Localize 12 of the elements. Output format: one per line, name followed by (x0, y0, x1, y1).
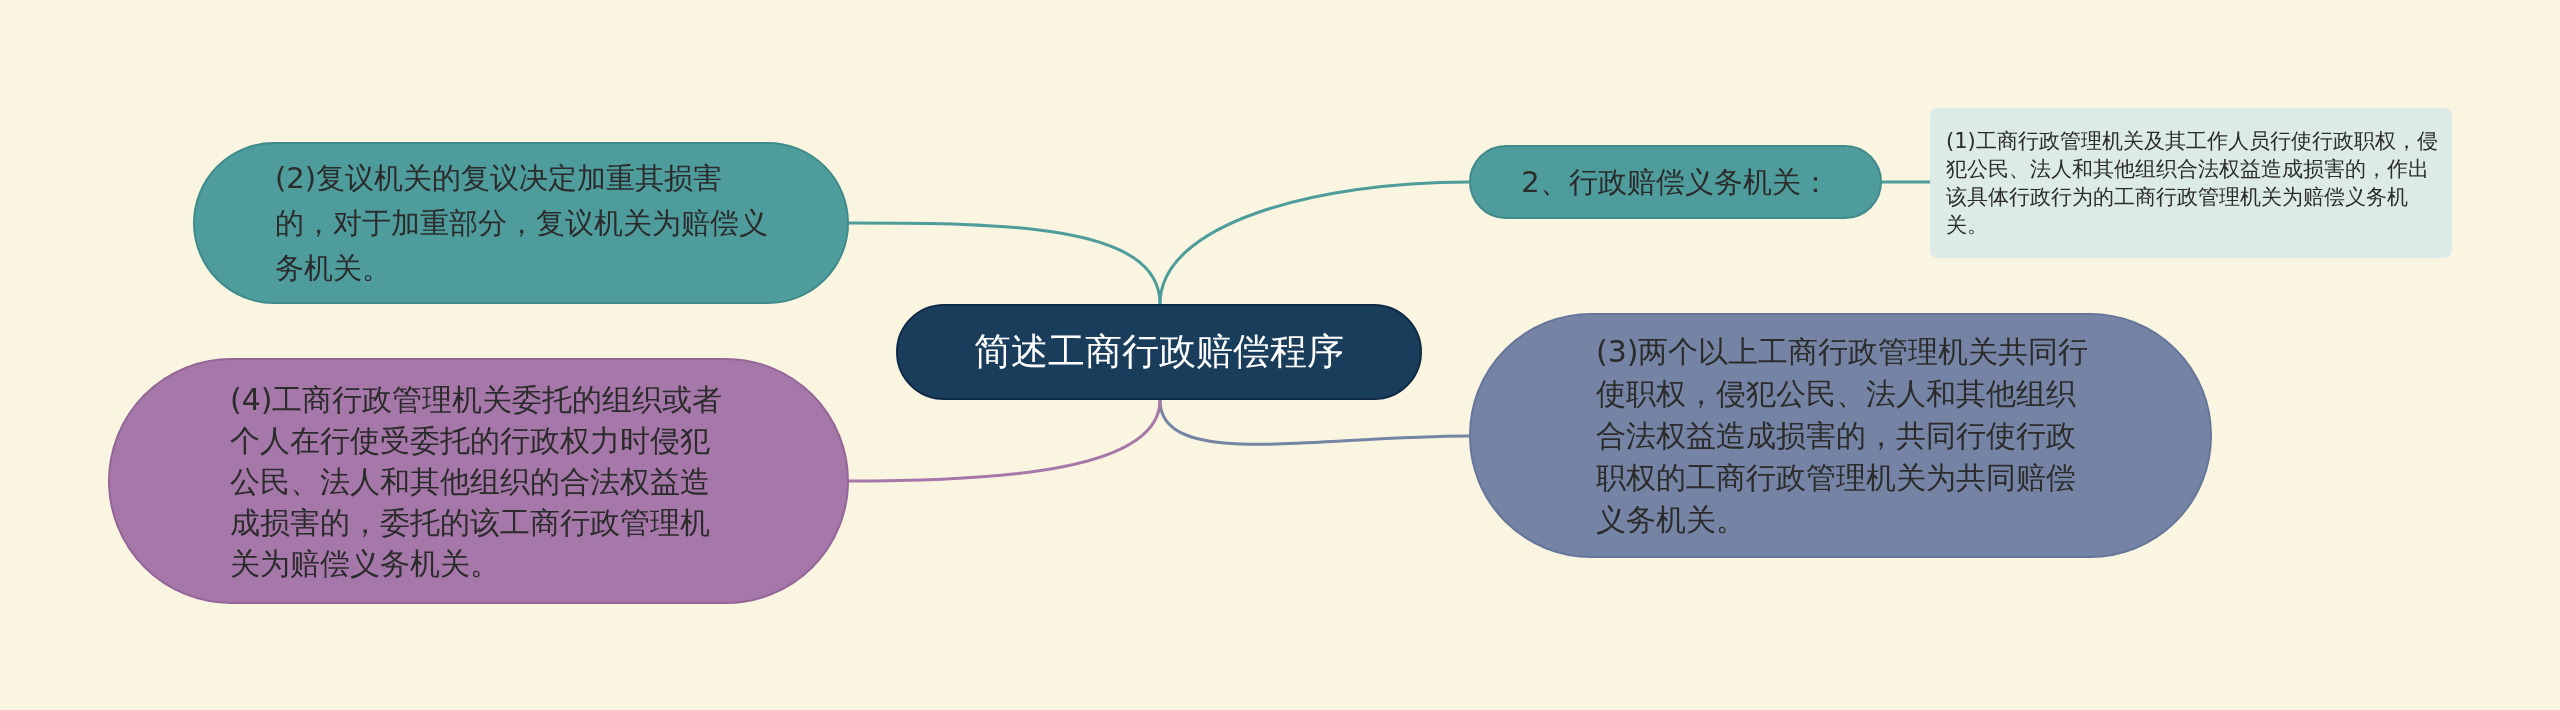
topic-text: 2、行政赔偿义务机关： (1520, 164, 1831, 201)
note-box (1930, 108, 2452, 258)
connector-line (1158, 180, 1470, 305)
topic-text: (1)工商行政管理机关及其工作人员行使行政职权，侵犯公民、法人和其他组织合法权益造成损害的，作出该具体行政行为的工商行政管理机关为赔偿义务机关。 (1946, 128, 2439, 239)
connector-line (1882, 180, 1930, 184)
connector-line (849, 399, 1162, 483)
topic-text: (3)两个以上工商行政管理机关共同行使职权，侵犯公民、法人和其他组织合法权益造成损害的，共同行使行政职权的工商行政管理机关为共同赔偿义务机关。 (1596, 332, 2090, 539)
connector-line (1158, 399, 1470, 446)
topic-text: (2)复议机关的复议决定加重其损害的，对于加重部分，复议机关为赔偿义务机关。 (275, 159, 769, 287)
title-text: 简述工商行政赔偿程序 (973, 329, 1345, 375)
topic-text: (4)工商行政管理机关委托的组织或者个人在行使受委托的行政权力时侵犯公民、法人和其他组织的合法权益造成损害的，委托的该工商行政管理机关为赔偿义务机关。 (230, 380, 724, 583)
connector-line (849, 221, 1162, 305)
